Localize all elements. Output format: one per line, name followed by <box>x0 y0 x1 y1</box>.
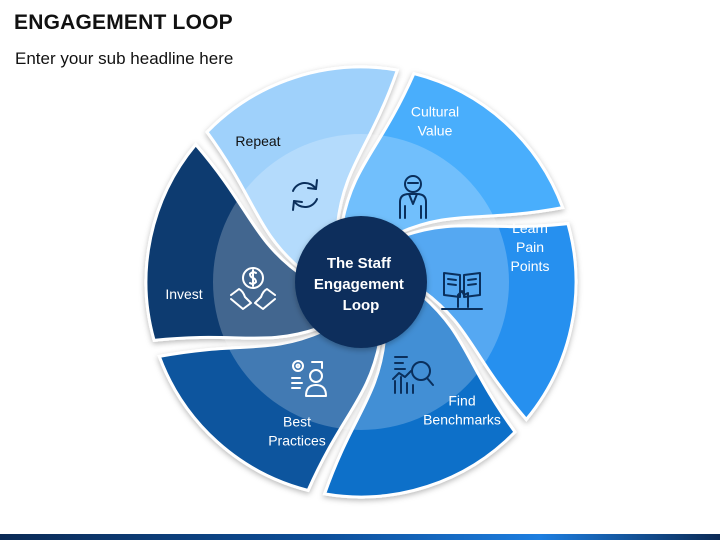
icon-group <box>230 175 483 397</box>
footer-bar <box>0 534 720 540</box>
analytics-icon <box>392 356 434 394</box>
segment-label-line: Best <box>283 414 311 430</box>
segment-label-line: Benchmarks <box>423 412 501 428</box>
segment-label-line: Find <box>448 393 475 409</box>
page-title: ENGAGEMENT LOOP <box>14 11 233 34</box>
center-line-3: Loop <box>343 297 380 314</box>
segment-label-line: Points <box>511 258 550 274</box>
segment-label-line: Invest <box>165 286 202 302</box>
person-icon <box>399 175 427 219</box>
center-line-1: The Staff <box>327 255 392 272</box>
segment-label-line: Practices <box>268 433 326 449</box>
center-text: The Staff Engagement Loop <box>314 255 408 314</box>
center-line-2: Engagement <box>314 276 404 293</box>
money-hands-icon <box>230 267 276 310</box>
segment-label-line: Learn <box>512 220 548 236</box>
segment-label-1: Repeat <box>235 133 280 149</box>
gear-person-icon <box>291 360 327 397</box>
segment-label-6: Invest <box>165 286 202 302</box>
center-circle <box>295 216 427 348</box>
segment-label-line: Value <box>418 123 453 139</box>
refresh-icon <box>292 179 318 211</box>
book-icon <box>441 272 483 310</box>
page-subtitle: Enter your sub headline here <box>15 49 234 68</box>
segment-label-line: Pain <box>516 239 544 255</box>
segment-label-line: Repeat <box>235 133 280 149</box>
segment-label-line: Cultural <box>411 104 459 120</box>
